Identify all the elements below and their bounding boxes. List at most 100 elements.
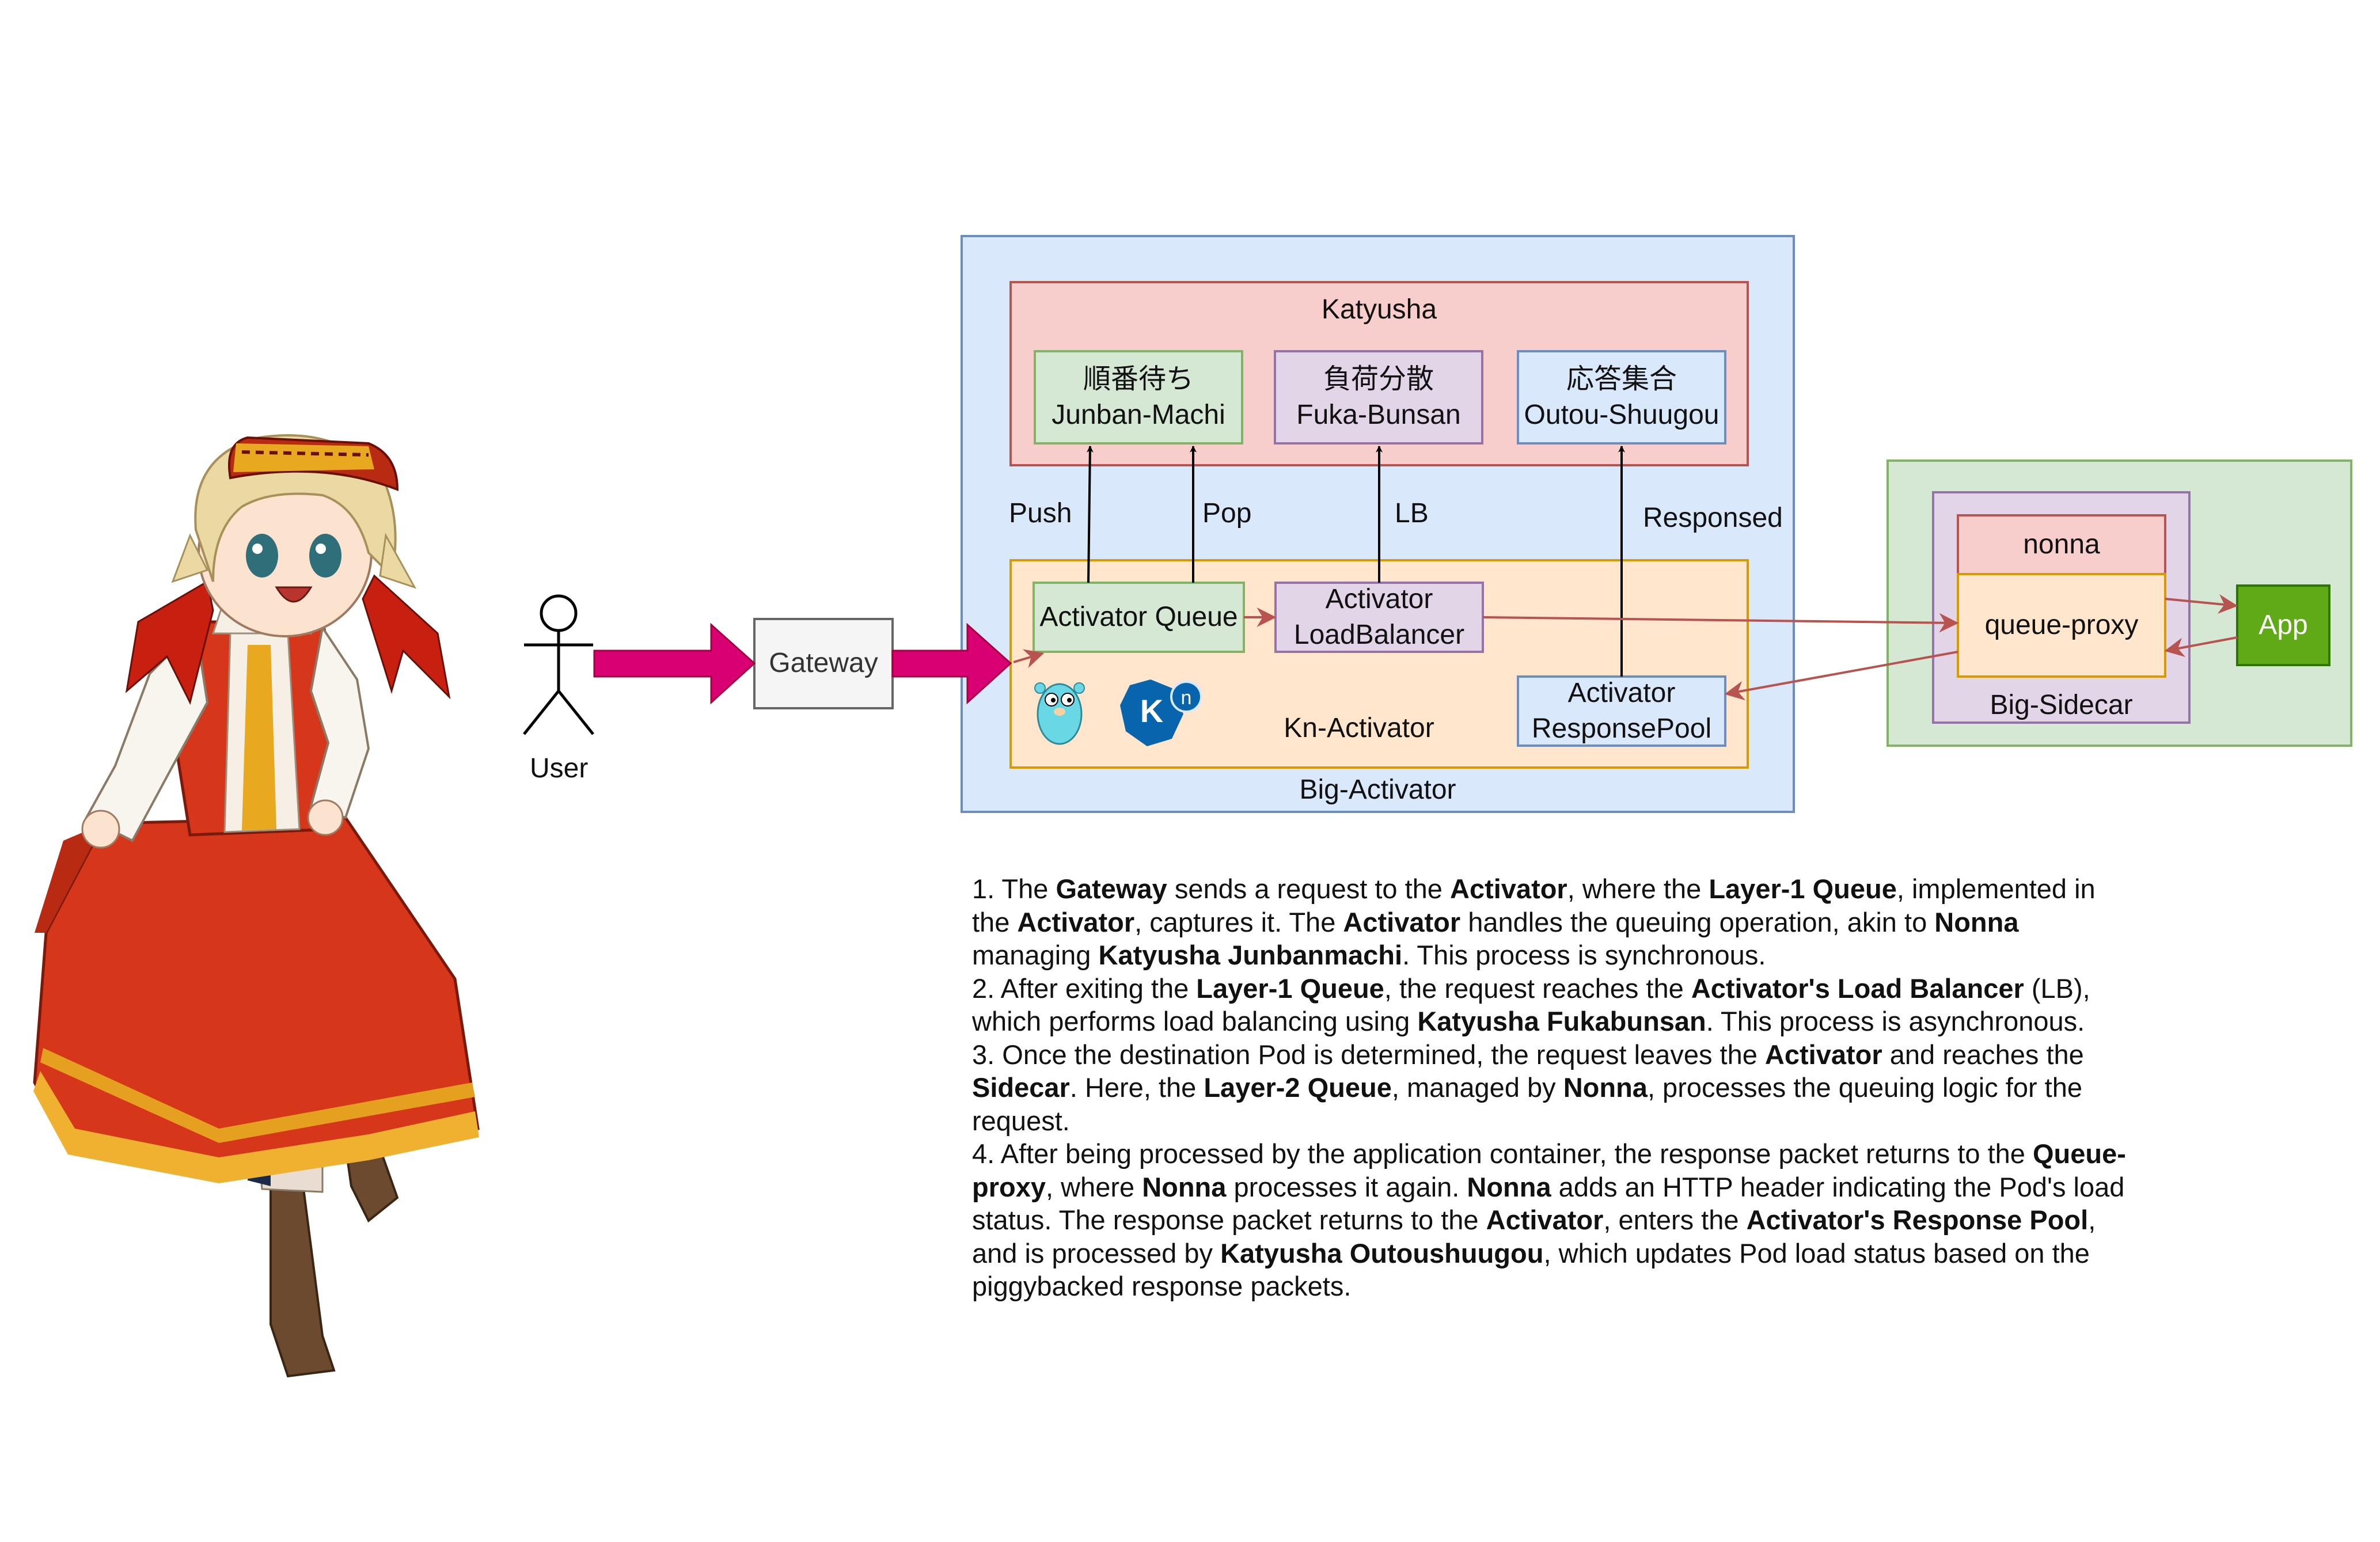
- note-bold-term: Katyusha Junbanmachi: [1098, 940, 1403, 970]
- activator-queue-label: Activator Queue: [1039, 602, 1238, 632]
- note-bold-term: Activator: [1450, 873, 1567, 904]
- note-text: 4. After being processed by the applicat…: [972, 1138, 2033, 1169]
- user-label: User: [530, 753, 589, 784]
- pop-edge-label: Pop: [1202, 498, 1252, 529]
- note-text: , which updates Pod load status based on…: [972, 1237, 2090, 1302]
- katyusha-label: Katyusha: [1321, 294, 1437, 325]
- activator-loadbalancer-line1: Activator: [1325, 584, 1433, 614]
- note-text: , the request reaches the: [1384, 973, 1691, 1004]
- queue-proxy-to-pool-arrow: [1724, 651, 1958, 701]
- note-text: adds an HTTP header indicating the Pod's…: [972, 1171, 2125, 1236]
- junban-machi-jp: 順番待ち: [1083, 364, 1194, 394]
- app-to-queue-proxy-arrow: [2164, 636, 2238, 658]
- note-text: , implemented in the: [972, 873, 2096, 937]
- outou-shuugou-box: [1517, 350, 1726, 445]
- app-label: App: [2258, 610, 2308, 640]
- gopher-icon: [1034, 682, 1085, 745]
- queue-proxy-box: [1957, 573, 2166, 678]
- responsed-edge-label: Responsed: [1643, 503, 1783, 533]
- knative-badge: n: [1180, 687, 1192, 709]
- user-stick-figure: [523, 594, 594, 735]
- note-text: . This process is synchronous.: [1402, 940, 1766, 970]
- app-box: [2236, 584, 2330, 666]
- note-bold-term: Activator: [1017, 906, 1135, 937]
- note-bold-term: Katyusha Fukabunsan: [1417, 1006, 1706, 1036]
- gateway-to-activator-arrow: [891, 622, 1012, 705]
- note-bold-term: Activator: [1764, 1039, 1882, 1070]
- explanation-notes: 1. The Gateway sends a request to the Ac…: [972, 872, 2135, 1303]
- lb-to-queue-proxy-arrow: [1482, 613, 1959, 633]
- note-text: , where the: [1567, 873, 1709, 904]
- note-text: , and is processed by: [972, 1205, 2096, 1268]
- queue-proxy-to-app-arrow: [2165, 594, 2238, 614]
- gateway-to-queue-arrow: [1013, 649, 1045, 669]
- big-sidecar-label: Big-Sidecar: [1990, 690, 2133, 720]
- big-activator-label: Big-Activator: [1299, 774, 1456, 805]
- outou-shuugou-jp: 応答集合: [1566, 364, 1677, 394]
- note-bold-term: Activator: [1486, 1205, 1604, 1235]
- note-paragraph-1: 1. The Gateway sends a request to the Ac…: [972, 872, 2135, 972]
- note-text: , where: [1046, 1171, 1142, 1202]
- note-text: managing: [972, 940, 1099, 970]
- note-bold-term: Nonna: [1563, 1072, 1648, 1103]
- activator-responsepool-line2: ResponsePool: [1531, 713, 1712, 744]
- fuka-bunsan-en: Fuka-Bunsan: [1296, 400, 1461, 430]
- note-bold-term: Layer-2 Queue: [1204, 1072, 1392, 1103]
- note-bold-term: Layer-1 Queue: [1196, 973, 1384, 1004]
- note-bold-term: Queue-proxy: [972, 1138, 2126, 1202]
- queue-proxy-label: queue-proxy: [1984, 610, 2139, 640]
- activator-responsepool-line1: Activator: [1567, 678, 1676, 708]
- fuka-bunsan-jp: 負荷分散: [1323, 364, 1434, 394]
- note-text: and reaches the: [1882, 1039, 2084, 1070]
- junban-machi-en: Junban-Machi: [1052, 400, 1225, 430]
- gateway-label: Gateway: [769, 648, 878, 678]
- note-paragraph-3: 3. Once the destination Pod is determine…: [972, 1038, 2135, 1138]
- activator-loadbalancer-label: Activator LoadBalancer: [1276, 583, 1483, 652]
- note-paragraph-2: 2. After exiting the Layer-1 Queue, the …: [972, 972, 2135, 1038]
- push-edge-label: Push: [1009, 498, 1072, 529]
- activator-responsepool-label: Activator ResponsePool: [1518, 677, 1725, 746]
- user-to-gateway-arrow: [593, 622, 756, 705]
- note-bold-term: Katyusha Outoushuugou: [1220, 1237, 1544, 1268]
- activator-responsepool-box: [1517, 675, 1726, 747]
- fuka-bunsan-label: 負荷分散 Fuka-Bunsan: [1275, 351, 1482, 443]
- note-text: 3. Once the destination Pod is determine…: [972, 1039, 1765, 1070]
- note-bold-term: Nonna: [1467, 1171, 1551, 1202]
- note-text: handles the queuing operation, akin to: [1460, 906, 1935, 937]
- note-text: . This process is asynchronous.: [1706, 1006, 2085, 1036]
- note-text: , managed by: [1391, 1072, 1563, 1103]
- note-text: , processes the queuing logic for the re…: [972, 1072, 2083, 1136]
- note-bold-term: Nonna: [1934, 906, 2019, 937]
- note-bold-term: Activator's Load Balancer: [1691, 973, 2024, 1004]
- lb-edge-label: LB: [1395, 498, 1429, 529]
- knative-icon: [1120, 679, 1202, 746]
- junban-machi-box: [1034, 350, 1243, 445]
- note-paragraph-4: 4. After being processed by the applicat…: [972, 1137, 2135, 1303]
- note-text: 2. After exiting the: [972, 973, 1197, 1004]
- note-bold-term: Gateway: [1056, 873, 1167, 904]
- note-text: 1. The: [972, 873, 1056, 904]
- note-text: sends a request to the: [1167, 873, 1450, 904]
- note-text: processes it again.: [1226, 1171, 1467, 1202]
- knative-letter: K: [1140, 693, 1164, 729]
- note-bold-term: Sidecar: [972, 1072, 1070, 1103]
- outou-shuugou-en: Outou-Shuugou: [1524, 400, 1719, 430]
- note-bold-term: Activator: [1343, 906, 1461, 937]
- activator-loadbalancer-box: [1274, 582, 1484, 653]
- nonna-label: nonna: [2023, 529, 2100, 560]
- outou-shuugou-label: 応答集合 Outou-Shuugou: [1518, 351, 1725, 443]
- note-text: . Here, the: [1069, 1072, 1204, 1103]
- activator-loadbalancer-line2: LoadBalancer: [1293, 620, 1465, 650]
- gateway-box: [753, 618, 894, 709]
- note-bold-term: Activator's Response Pool: [1746, 1205, 2089, 1235]
- nonna-box: [1957, 514, 2166, 575]
- note-text: (LB), which performs load balancing usin…: [972, 973, 2090, 1037]
- fuka-bunsan-box: [1274, 350, 1483, 445]
- kn-activator-label: Kn-Activator: [1284, 713, 1434, 743]
- junban-machi-label: 順番待ち Junban-Machi: [1035, 351, 1242, 443]
- note-text: , enters the: [1603, 1205, 1747, 1235]
- note-text: , captures it. The: [1134, 906, 1343, 937]
- push-arrow: [1086, 445, 1094, 583]
